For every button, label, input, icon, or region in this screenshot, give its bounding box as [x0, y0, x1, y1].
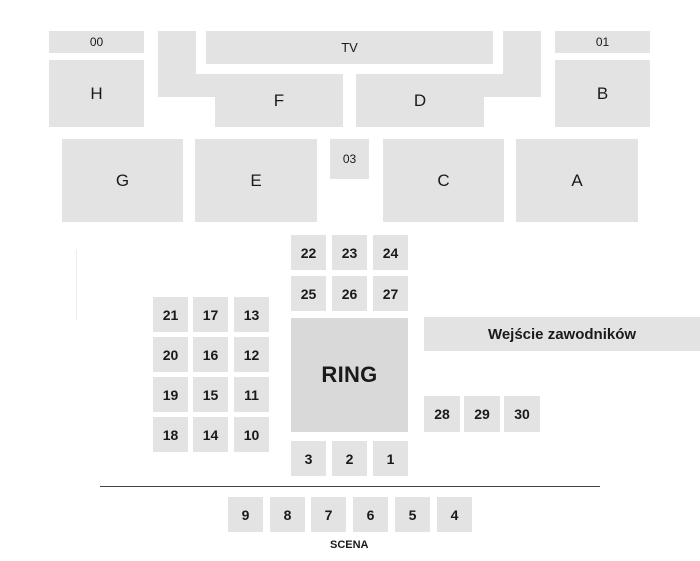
- tv-frame-bottom-left: [158, 74, 215, 97]
- table-2[interactable]: 2: [332, 441, 367, 476]
- section-03[interactable]: 03: [330, 139, 369, 179]
- table-5[interactable]: 5: [395, 497, 430, 532]
- section-e[interactable]: E: [195, 139, 317, 222]
- section-h[interactable]: H: [49, 60, 144, 127]
- ring[interactable]: RING: [291, 318, 408, 432]
- stage-edge-line: [100, 486, 600, 487]
- table-15[interactable]: 15: [193, 377, 228, 412]
- table-24[interactable]: 24: [373, 235, 408, 270]
- fighters-entrance: Wejście zawodników: [424, 317, 700, 351]
- table-12[interactable]: 12: [234, 337, 269, 372]
- table-19[interactable]: 19: [153, 377, 188, 412]
- section-a[interactable]: A: [516, 139, 638, 222]
- table-3[interactable]: 3: [291, 441, 326, 476]
- table-10[interactable]: 10: [234, 417, 269, 452]
- section-00[interactable]: 00: [49, 31, 144, 53]
- section-f[interactable]: F: [215, 74, 343, 127]
- table-20[interactable]: 20: [153, 337, 188, 372]
- table-27[interactable]: 27: [373, 276, 408, 311]
- table-30[interactable]: 30: [504, 396, 540, 432]
- table-22[interactable]: 22: [291, 235, 326, 270]
- table-23[interactable]: 23: [332, 235, 367, 270]
- section-tv[interactable]: TV: [206, 31, 493, 64]
- table-7[interactable]: 7: [311, 497, 346, 532]
- table-11[interactable]: 11: [234, 377, 269, 412]
- table-8[interactable]: 8: [270, 497, 305, 532]
- table-1[interactable]: 1: [373, 441, 408, 476]
- table-18[interactable]: 18: [153, 417, 188, 452]
- table-9[interactable]: 9: [228, 497, 263, 532]
- section-b[interactable]: B: [555, 60, 650, 127]
- tv-frame-bottom-right: [484, 74, 541, 97]
- section-01[interactable]: 01: [555, 31, 650, 53]
- table-6[interactable]: 6: [353, 497, 388, 532]
- table-26[interactable]: 26: [332, 276, 367, 311]
- table-21[interactable]: 21: [153, 297, 188, 332]
- faint-divider: [76, 250, 77, 320]
- section-g[interactable]: G: [62, 139, 183, 222]
- table-29[interactable]: 29: [464, 396, 500, 432]
- stage-label: SCENA: [330, 539, 369, 551]
- table-17[interactable]: 17: [193, 297, 228, 332]
- table-14[interactable]: 14: [193, 417, 228, 452]
- table-4[interactable]: 4: [437, 497, 472, 532]
- table-28[interactable]: 28: [424, 396, 460, 432]
- table-25[interactable]: 25: [291, 276, 326, 311]
- table-16[interactable]: 16: [193, 337, 228, 372]
- section-c[interactable]: C: [383, 139, 504, 222]
- section-d[interactable]: D: [356, 74, 484, 127]
- table-13[interactable]: 13: [234, 297, 269, 332]
